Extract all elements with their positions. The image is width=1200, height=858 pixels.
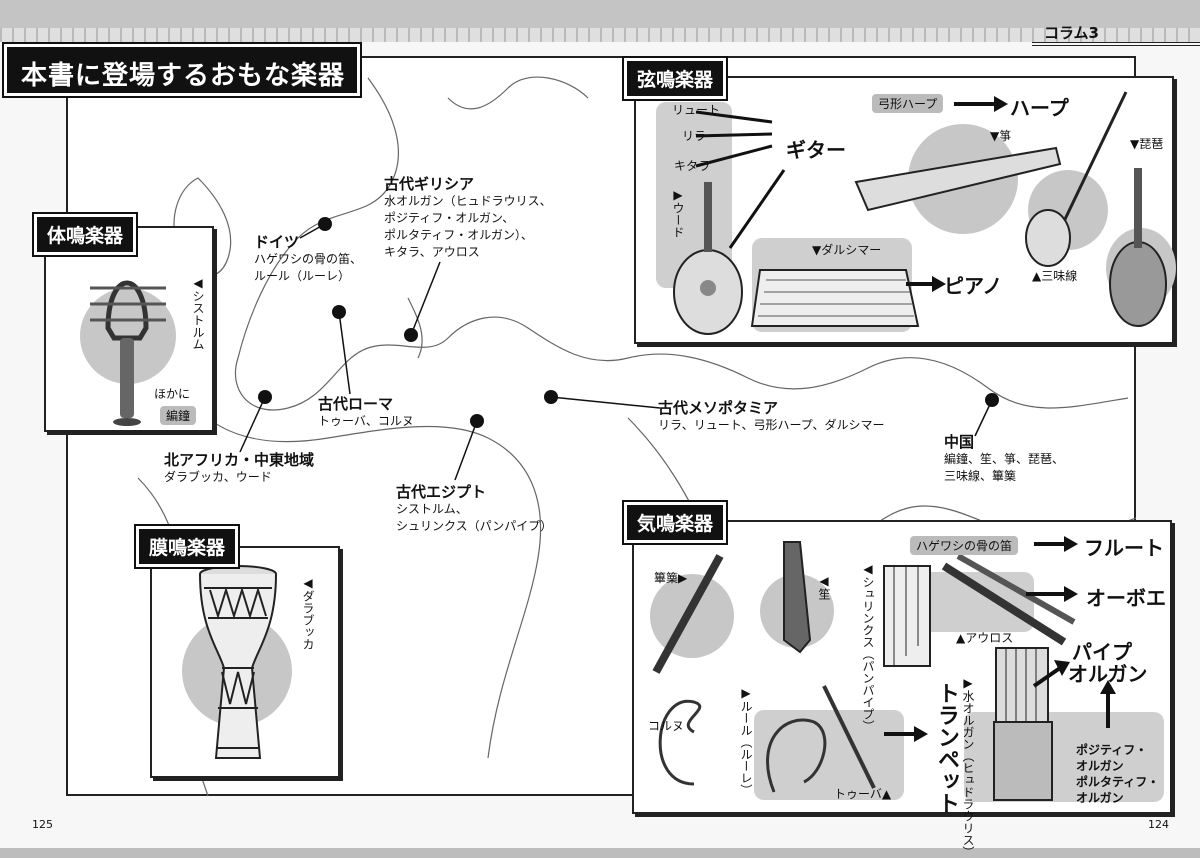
piano-label: ピアノ [944,274,1003,298]
chordophone-panel: リュート リラ キタラ ▶ウード ギター 弓形ハープ ハープ ▼箏 ▼琵琶 ▲三… [634,76,1176,344]
aerophone-title: 気鳴楽器 [621,500,729,545]
idiophone-title: 体鳴楽器 [31,212,139,257]
label-greece-item: 水オルガン（ヒュドラウリス、 [384,194,552,208]
lute-label: リュート [672,103,721,117]
kithara-label: キタラ [674,159,711,173]
label-greece-item: キタラ、アウロス [384,245,480,259]
label-egypt-name: 古代エジプト [396,483,487,501]
label-egypt-item: シストルム、 [396,502,468,516]
tuba-label: トゥーバ▲ [834,787,892,801]
bow-harp-label: 弓形ハープ [872,94,944,113]
label-mesopotamia-name: 古代メソポタミア [658,399,779,417]
label-greece-item: ポルタティフ・オルガン）、 [384,228,533,242]
sistrum-illustration [90,280,166,426]
idiophone-panel: ◀シストルム ほかに 編鐘 [44,226,214,432]
aerophone-panel: ハゲワシの骨の笛 フルート オーボエ ▲アウロス 篳篥▶ ◀笙 ◀シュリンクス（… [632,520,1172,858]
shade-area [754,710,904,800]
wind-instruments-illustration [652,536,1116,801]
shamisen-label: ▲三味線 [1032,269,1078,283]
label-germany-item: ルール（ルーレ） [254,269,351,283]
label-germany: ドイツ ハゲワシの骨の笛、 ルール（ルーレ） [254,234,362,285]
column-tab: コラム3 [1032,20,1200,46]
rule-label: ▶ルール（ルーレ） [739,686,753,796]
label-germany-name: ドイツ [254,233,300,251]
page-number-right: 124 [1148,818,1169,831]
darbuka-illustration [199,565,277,759]
positive-organ-label-2: オルガン [1076,759,1124,773]
label-north-africa: 北アフリカ・中東地域 ダラブッカ、ウード [164,452,314,486]
dulcimer-label: ▼ダルシマー [812,243,882,257]
decorative-border [0,28,1200,42]
hydraulis-label: ▶水オルガン（ヒュドラウリス） [961,676,975,858]
shade-circle [650,574,734,658]
pipa-label: ▼琵琶 [1130,137,1164,151]
page-number-left: 125 [32,818,53,831]
label-greece: 古代ギリシア 水オルガン（ヒュドラウリス、 ポジティフ・オルガン、 ポルタティフ… [384,176,552,261]
label-egypt: 古代エジプト シストルム、 シュリンクス（パンパイプ） [396,484,552,535]
flute-label: フルート [1084,536,1164,560]
portative-organ-label-1: ポルタティフ・ [1076,775,1160,789]
oud-label: ▶ウード [671,188,685,238]
other-label: ほかに [154,387,191,401]
guitar-label: ギター [786,138,846,162]
harp-label: ハープ [1010,96,1069,120]
label-china-item: 三味線、篳篥 [944,469,1017,483]
label-china-item: 編鐘、笙、箏、琵琶、 [944,452,1065,466]
label-mesopotamia-item: リラ、リュート、弓形ハープ、ダルシマー [658,418,885,432]
membranophone-title: 膜鳴楽器 [133,524,241,569]
label-greece-name: 古代ギリシア [384,175,475,193]
label-china: 中国 編鐘、笙、箏、琵琶、 三味線、篳篥 [944,434,1064,485]
syrinx-label: ◀シュリンクス（パンパイプ） [861,562,875,732]
label-china-name: 中国 [944,433,975,451]
darbuka-label: ◀ダラブッカ [301,576,315,650]
positive-organ-label-1: ポジティフ・ [1076,743,1148,757]
membranophone-panel: ◀ダラブッカ [150,546,340,778]
label-north-africa-item: ダラブッカ、ウード [164,470,272,484]
label-north-africa-name: 北アフリカ・中東地域 [164,451,315,469]
chordophone-title: 弦鳴楽器 [621,56,729,101]
portative-organ-label-2: オルガン [1076,791,1124,805]
label-mesopotamia: 古代メソポタミア リラ、リュート、弓形ハープ、ダルシマー [658,400,884,434]
pipe-organ-label-2: オルガン [1068,662,1148,686]
oboe-label: オーボエ [1086,586,1166,610]
page-title: 本書に登場するおもな楽器 [2,42,362,98]
aulos-label: ▲アウロス [956,631,1014,645]
lyra-label: リラ [682,129,707,143]
trumpet-label: トランペット [934,682,959,814]
label-rome-name: 古代ローマ [318,395,394,413]
label-rome-item: トゥーバ、コルヌ [318,414,414,428]
pipe-organ-label-1: パイプ [1072,640,1132,664]
label-egypt-item: シュリンクス（パンパイプ） [396,519,553,533]
zheng-label: ▼箏 [990,129,1012,143]
hichiriki-label: 篳篥▶ [654,571,688,585]
string-instruments-illustration [673,91,1167,335]
sheng-label: ◀笙 [817,574,831,600]
label-greece-item: ポジティフ・オルガン、 [384,211,515,225]
bianzhong-label: 編鐘 [160,406,197,425]
sistrum-label: ◀シストルム [191,276,205,350]
label-rome: 古代ローマ トゥーバ、コルヌ [318,396,414,430]
bone-flute-label: ハゲワシの骨の笛 [910,536,1019,555]
cornu-label: コルヌ [648,719,685,733]
label-germany-item: ハゲワシの骨の笛、 [254,252,363,266]
